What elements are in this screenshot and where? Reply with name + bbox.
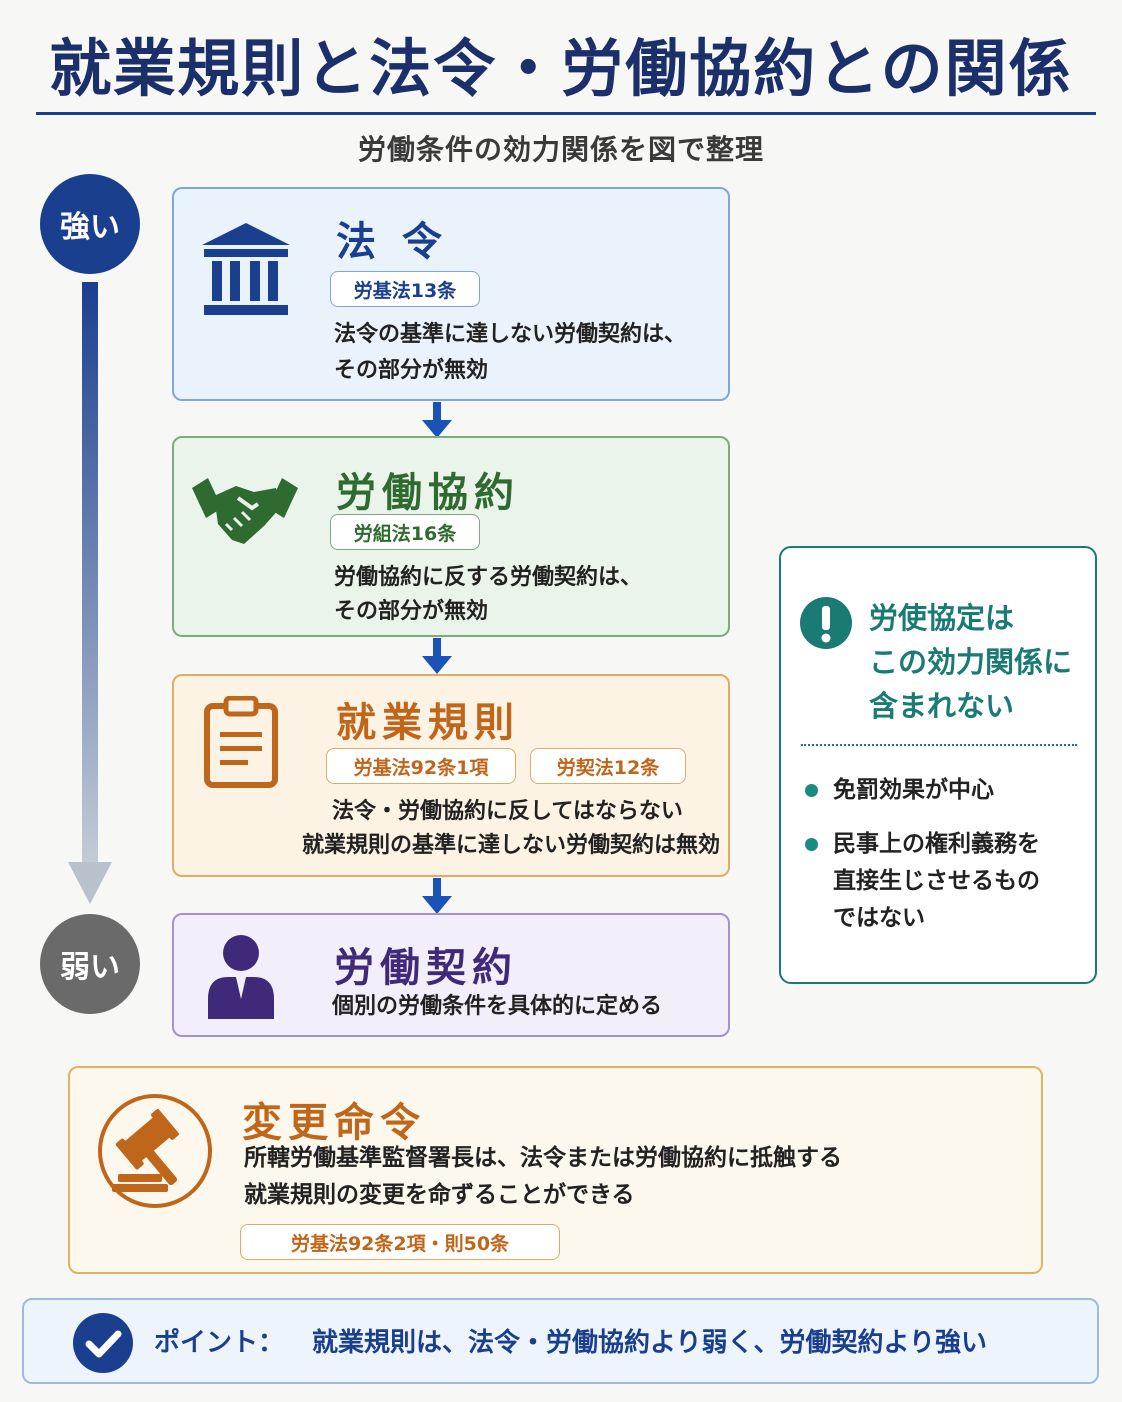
change-order-tag: 労基法92条2項・則50条 <box>240 1224 560 1260</box>
point-banner: ポイント： 就業規則は、法令・労働協約より弱く、労働契約より強い <box>22 1298 1099 1384</box>
work-rules-text-line-2: 就業規則の基準に達しない労働契約は無効 <box>302 833 721 858</box>
handshake-icon <box>192 478 298 544</box>
law-title: 法 令 <box>336 219 448 265</box>
law-text-line-2: その部分が無効 <box>334 358 489 383</box>
strong-label: 強い <box>40 174 140 274</box>
side-note-item-text: ではない <box>833 905 925 931</box>
work-rules-text-line-1: 法令・労働協約に反してはならない <box>332 799 683 824</box>
side-note-title-line-1: 労使協定は <box>869 601 1015 635</box>
side-note-title-line-3: 含まれない <box>869 689 1015 723</box>
law-tag: 労基法13条 <box>330 271 480 307</box>
change-order-text-line-1: 所轄労働基準監督署長は、法令または労働協約に抵触する <box>244 1145 842 1171</box>
page-subtitle: 労働条件の効力関係を図で整理 <box>357 133 764 166</box>
check-icon <box>73 1313 133 1373</box>
page-title: 就業規則と法令・労働協約との関係 <box>49 32 1073 105</box>
labor-agreement-tag: 労組法16条 <box>330 514 480 550</box>
side-note-item-text: 直接生じさせるもの <box>833 868 1040 894</box>
work-rules-tag-1: 労基法92条1項 <box>326 748 516 784</box>
clipboard-icon <box>204 696 278 788</box>
bullet-icon <box>805 784 818 797</box>
gavel-icon <box>98 1094 212 1208</box>
labor-contract-card: 労働契約 個別の労働条件を具体的に定める <box>172 913 730 1037</box>
change-order-panel: 変更命令 所轄労働基準監督署長は、法令または労働協約に抵触する 就業規則の変更を… <box>68 1066 1043 1274</box>
government-building-icon <box>202 223 290 315</box>
title-divider <box>36 112 1096 115</box>
work-rules-tag-2: 労契法12条 <box>530 748 686 784</box>
point-label: ポイント： <box>154 1328 285 1358</box>
arrow-down-icon <box>422 402 452 438</box>
labor-agreement-card: 労働協約 労組法16条 労働協約に反する労働契約は、 その部分が無効 <box>172 436 730 637</box>
labor-contract-text: 個別の労働条件を具体的に定める <box>332 994 663 1019</box>
change-order-text-line-2: 就業規則の変更を命ずることができる <box>244 1182 635 1208</box>
side-note-item-text: 民事上の権利義務を <box>833 831 1040 857</box>
labor-agreement-text-line-2: その部分が無効 <box>334 599 489 624</box>
work-rules-card: 就業規則 労基法92条1項 労契法12条 法令・労働協約に反してはならない 就業… <box>172 674 730 877</box>
arrow-down-icon <box>422 878 452 914</box>
law-card: 法 令 労基法13条 法令の基準に達しない労働契約は、 その部分が無効 <box>172 187 730 401</box>
side-note-divider <box>801 744 1077 746</box>
strength-arrow-icon <box>68 282 112 904</box>
bullet-icon <box>805 838 818 851</box>
weak-label: 弱い <box>40 914 140 1014</box>
exclamation-icon <box>800 597 852 649</box>
labor-agreement-title: 労働協約 <box>336 470 520 516</box>
side-note-item-text: 免罰効果が中心 <box>833 777 994 803</box>
side-note-title-line-2: この効力関係に <box>869 645 1073 679</box>
work-rules-title: 就業規則 <box>336 700 520 746</box>
change-order-title: 変更命令 <box>242 1100 426 1146</box>
arrow-down-icon <box>422 638 452 674</box>
labor-contract-title: 労働契約 <box>334 945 518 991</box>
side-note-title: 労使協定は この効力関係に 含まれない <box>869 596 1072 728</box>
person-icon <box>208 935 274 1019</box>
labor-agreement-text-line-1: 労働協約に反する労働契約は、 <box>334 565 643 590</box>
point-text: 就業規則は、法令・労働協約より弱く、労働契約より強い <box>312 1328 987 1358</box>
side-note-panel: 労使協定は この効力関係に 含まれない 免罰効果が中心 民事上の権利義務を 直接… <box>779 546 1097 984</box>
law-text-line-1: 法令の基準に達しない労働契約は、 <box>334 322 687 347</box>
